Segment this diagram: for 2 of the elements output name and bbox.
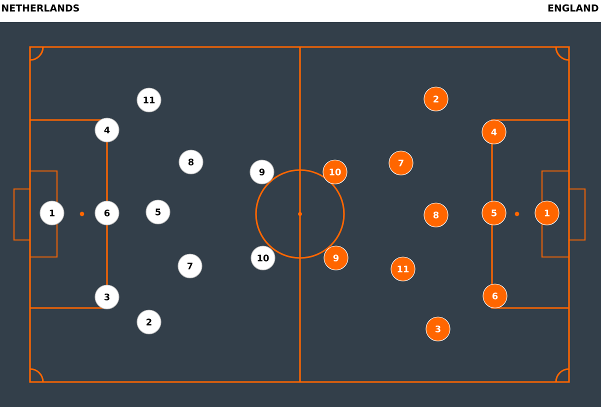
team-label: NETHERLANDS (2, 4, 79, 12)
team-label: ENGLAND (548, 4, 598, 12)
